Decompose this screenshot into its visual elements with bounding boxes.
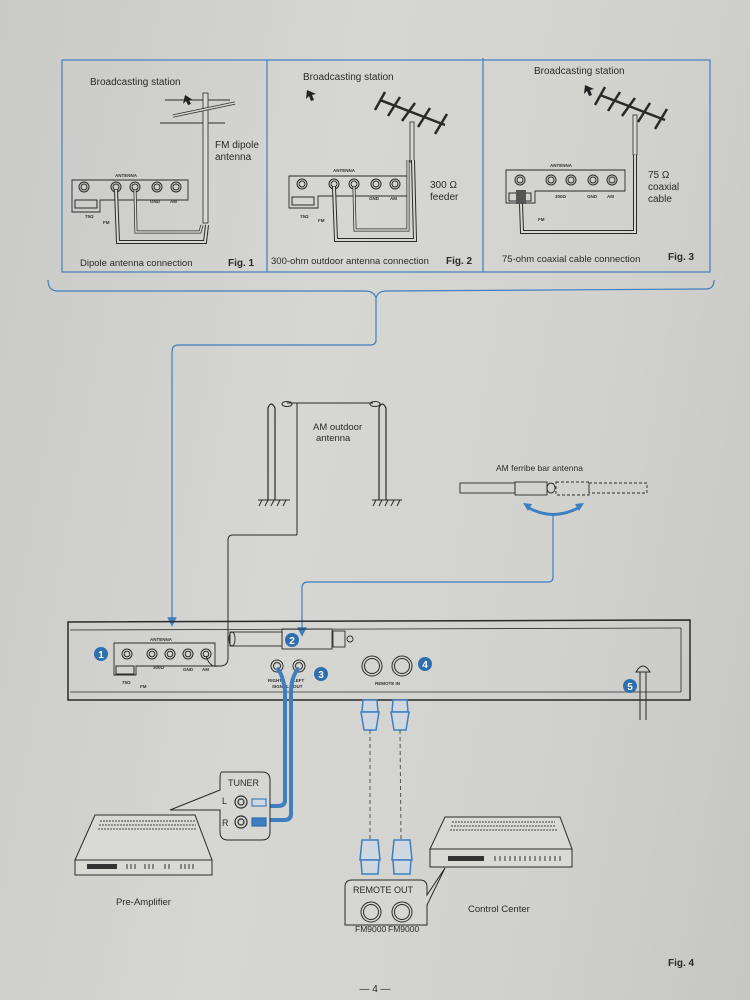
svg-text:AM: AM bbox=[390, 196, 397, 201]
direction-arrow-icon bbox=[183, 95, 193, 105]
am-ferrite-label: AM ferribe bar antenna bbox=[496, 463, 583, 473]
svg-text:RIGHT: RIGHT bbox=[268, 678, 282, 683]
antenna-mast bbox=[632, 114, 638, 156]
svg-text:FM: FM bbox=[140, 684, 147, 689]
feeder-cable bbox=[114, 189, 209, 244]
svg-text:ANTENNA: ANTENNA bbox=[115, 173, 138, 178]
svg-text:75Ω: 75Ω bbox=[122, 680, 131, 685]
coax-plug bbox=[516, 190, 526, 204]
callout-3: 3 bbox=[314, 667, 328, 681]
left-audio-cable bbox=[262, 666, 287, 808]
direction-arrow-icon bbox=[584, 85, 594, 96]
control-center: Control Center bbox=[429, 816, 573, 915]
callout-1: 1 bbox=[94, 647, 108, 661]
tuner-left-label: L bbox=[222, 796, 227, 806]
svg-text:AM: AM bbox=[170, 199, 177, 204]
page-number: — 4 — bbox=[359, 984, 390, 995]
remote-out-title: REMOTE OUT bbox=[353, 885, 414, 895]
remote-out-callout: REMOTE OUT FM9000 FM9000 bbox=[344, 867, 446, 934]
svg-text:2: 2 bbox=[289, 636, 295, 647]
fm-antenna-link-line bbox=[167, 298, 377, 627]
svg-text:GND: GND bbox=[369, 196, 380, 201]
figure-caption: Dipole antenna connection bbox=[80, 258, 193, 269]
svg-text:75Ω: 75Ω bbox=[85, 214, 94, 219]
svg-text:ANTENNA: ANTENNA bbox=[150, 637, 173, 642]
antenna-mast bbox=[202, 92, 209, 224]
callout-2: 2 bbox=[285, 633, 299, 647]
tuner-rear-panel: ANTENNA GND AM 300Ω 75Ω FM RIGHT LEFT SI… bbox=[67, 619, 691, 720]
svg-text:LEFT: LEFT bbox=[293, 678, 304, 683]
am-ferrite-link-line bbox=[297, 516, 554, 637]
svg-text:75Ω: 75Ω bbox=[300, 214, 309, 219]
figure-caption: 75-ohm coaxial cable connection bbox=[502, 254, 640, 265]
remote-cables bbox=[359, 699, 413, 875]
svg-text:AM: AM bbox=[607, 194, 614, 199]
svg-text:FM: FM bbox=[538, 217, 545, 222]
svg-text:5: 5 bbox=[627, 682, 633, 693]
figure-label: Fig. 1 bbox=[228, 258, 255, 269]
yagi-antenna bbox=[373, 91, 449, 135]
tuner-input-callout: TUNER L R bbox=[169, 771, 271, 841]
antenna-terminal-panel: ANTENNA GND AM 75Ω FM bbox=[71, 173, 189, 225]
callout-markers: 1 2 3 4 5 bbox=[94, 633, 637, 693]
station-label: Broadcasting station bbox=[90, 77, 181, 88]
antenna-mast bbox=[409, 121, 415, 163]
svg-text:ANTENNA: ANTENNA bbox=[550, 163, 573, 168]
svg-text:300Ω: 300Ω bbox=[555, 194, 567, 199]
svg-text:SIGNAL: SIGNAL bbox=[272, 684, 289, 689]
rotate-arrow-icon bbox=[526, 505, 581, 516]
remote-out-port-1: FM9000 bbox=[355, 924, 386, 934]
antenna-terminal-panel: ANTENNA 300Ω GND AM FM bbox=[505, 163, 626, 222]
control-center-label: Control Center bbox=[468, 904, 530, 915]
tuner-right-label: R bbox=[222, 818, 229, 828]
figures-brace bbox=[47, 279, 715, 301]
figure-caption: 300-ohm outdoor antenna connection bbox=[271, 256, 429, 267]
svg-text:4: 4 bbox=[422, 660, 428, 671]
svg-text:AM: AM bbox=[202, 667, 209, 672]
figure-label: Fig. 2 bbox=[446, 256, 473, 267]
svg-text:ANTENNA: ANTENNA bbox=[333, 168, 356, 173]
figures-frame bbox=[61, 59, 711, 273]
yagi-antenna bbox=[593, 86, 669, 130]
pre-amplifier: Pre-Amplifier bbox=[74, 814, 213, 908]
am-ferrite-bar-antenna: AM ferribe bar antenna bbox=[459, 463, 648, 516]
direction-arrow-icon bbox=[306, 90, 316, 101]
pre-amplifier-label: Pre-Amplifier bbox=[116, 897, 171, 908]
tuner-title: TUNER bbox=[228, 778, 259, 788]
svg-text:FM: FM bbox=[318, 218, 325, 223]
figure-label: Fig. 3 bbox=[668, 252, 695, 263]
svg-text:GND: GND bbox=[183, 667, 194, 672]
svg-text:OUT: OUT bbox=[293, 684, 303, 689]
callout-5: 5 bbox=[623, 679, 637, 693]
svg-text:GND: GND bbox=[587, 194, 598, 199]
callout-4: 4 bbox=[418, 657, 432, 671]
svg-text:REMOTE IN: REMOTE IN bbox=[375, 681, 400, 686]
svg-text:3: 3 bbox=[318, 670, 324, 681]
svg-text:FM: FM bbox=[103, 220, 110, 225]
antenna-terminal-panel: ANTENNA GND AM 75Ω FM bbox=[288, 168, 409, 223]
station-label: Broadcasting station bbox=[303, 72, 394, 83]
station-label: Broadcasting station bbox=[534, 66, 625, 77]
svg-text:1: 1 bbox=[98, 650, 104, 661]
svg-text:300Ω: 300Ω bbox=[153, 665, 165, 670]
right-audio-cable bbox=[262, 666, 301, 822]
figure-4-label: Fig. 4 bbox=[668, 958, 695, 969]
remote-out-port-2: FM9000 bbox=[388, 924, 419, 934]
svg-text:GND: GND bbox=[150, 199, 161, 204]
